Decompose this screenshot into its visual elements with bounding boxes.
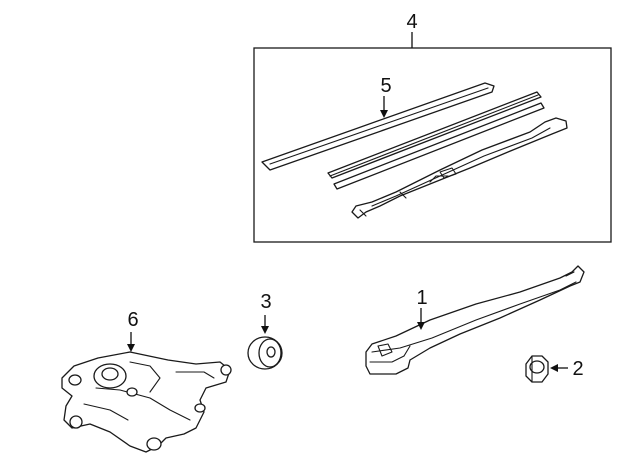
arm-nut	[525, 355, 549, 383]
callout-1: 1	[416, 287, 427, 309]
blade-kit-box	[253, 47, 612, 243]
wiper-arm	[365, 265, 585, 375]
arrow-5	[380, 110, 388, 118]
arrow-2	[550, 364, 558, 372]
arrow-6	[127, 344, 135, 352]
callout-3: 3	[260, 291, 271, 313]
wiper-blade	[351, 117, 568, 219]
callout-5: 5	[380, 75, 391, 97]
callout-2: 2	[572, 358, 583, 380]
callout-6: 6	[127, 309, 138, 331]
refill-rails	[327, 91, 545, 190]
arrow-1	[417, 322, 425, 330]
wiper-refill	[261, 82, 495, 171]
callout-4: 4	[406, 11, 417, 33]
blade-kit-group: 4 5	[253, 11, 612, 243]
grommet-cap	[247, 336, 283, 370]
arrow-3	[261, 326, 269, 334]
wiper-motor	[61, 351, 232, 453]
